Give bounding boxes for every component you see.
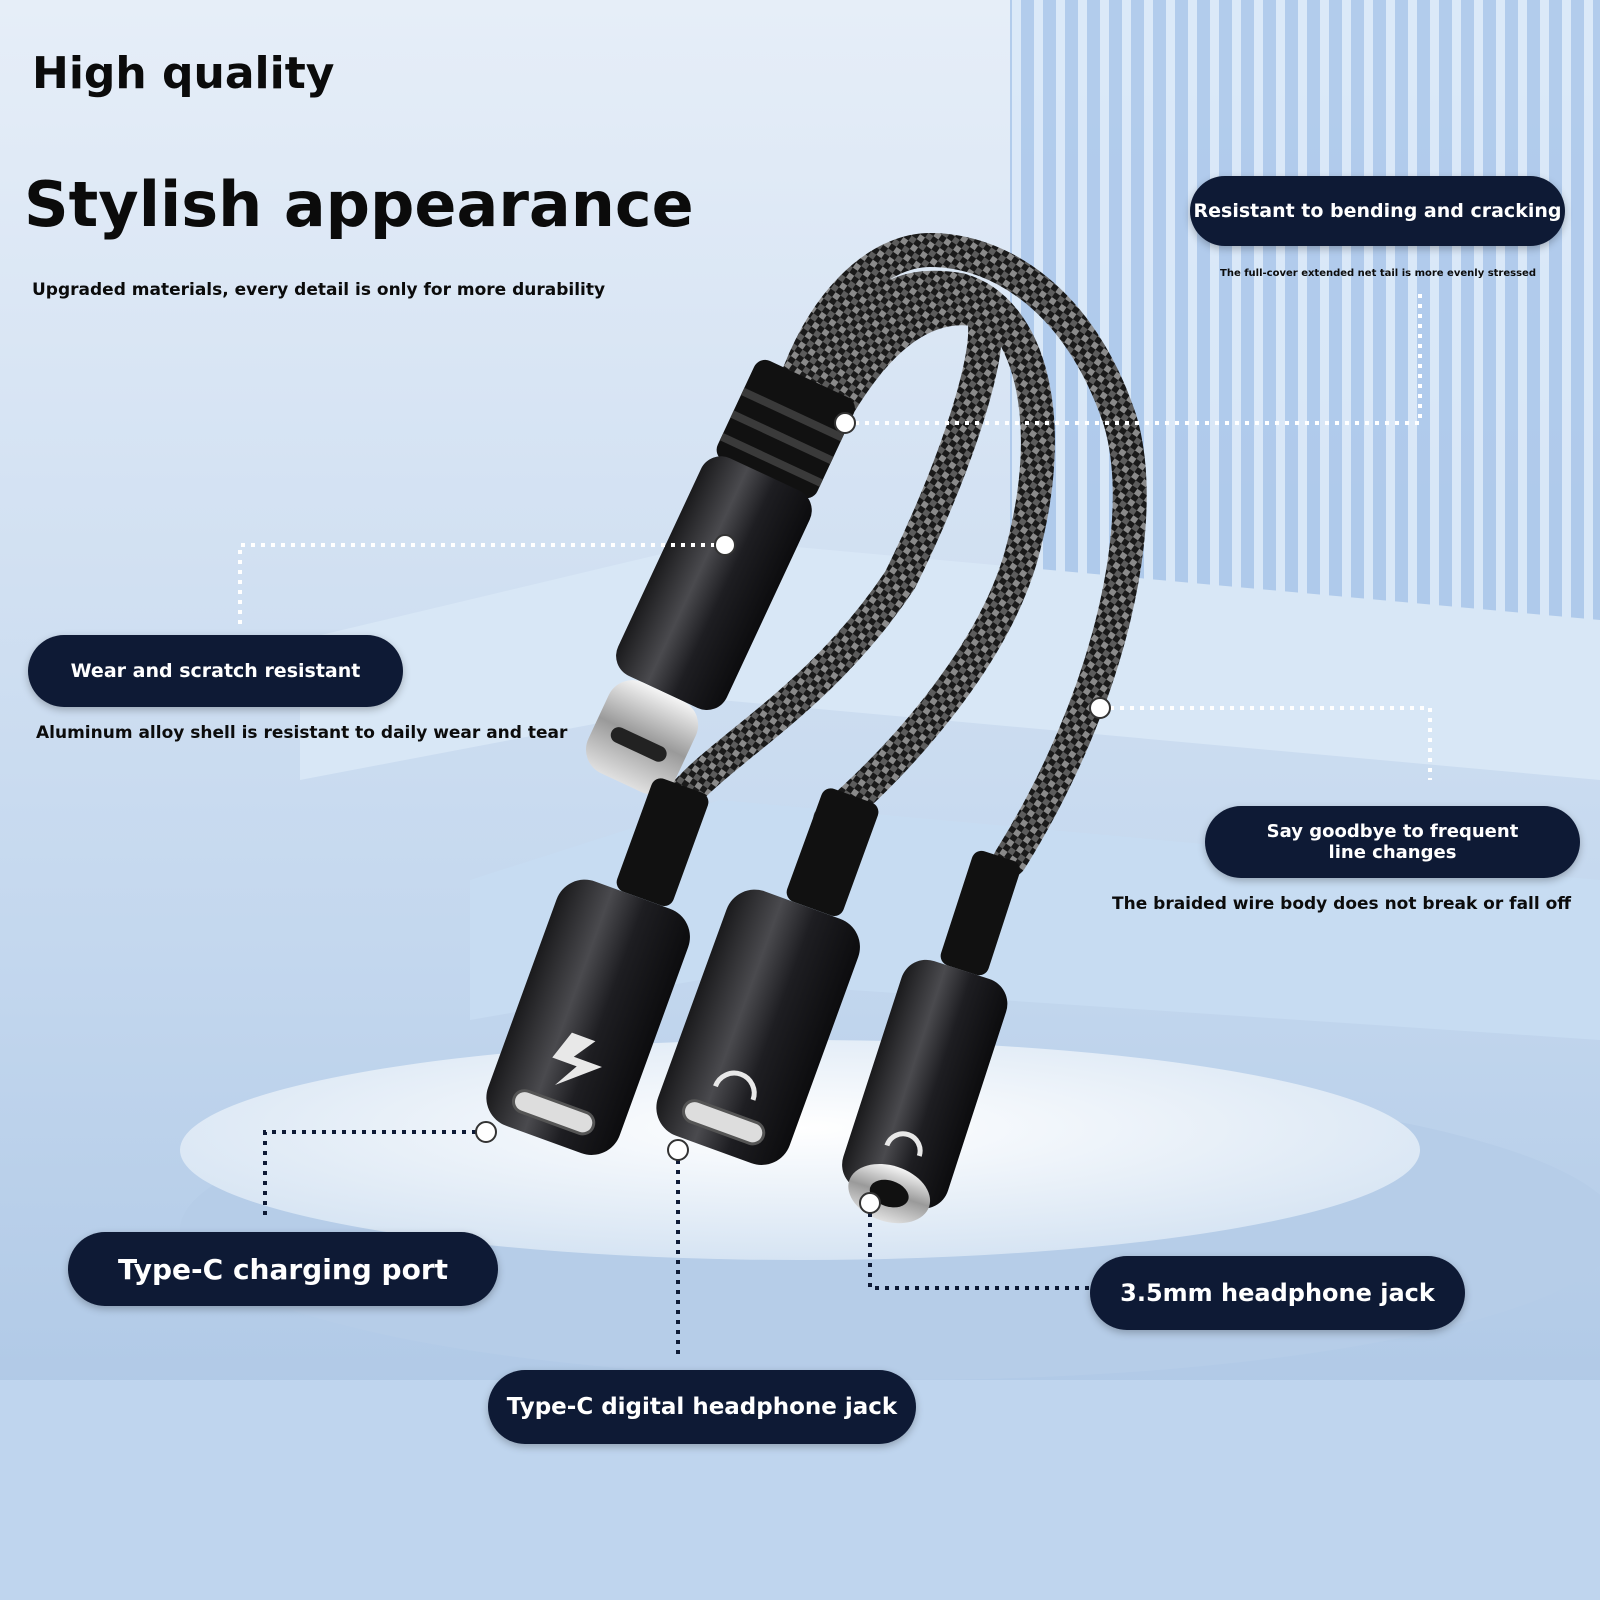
- callout-line-changes: Say goodbye to frequent line changes: [1205, 806, 1580, 878]
- callout-digital-headphone: Type-C digital headphone jack: [488, 1370, 916, 1444]
- callout-bending: Resistant to bending and cracking: [1190, 176, 1565, 246]
- marker-dots: [475, 412, 1111, 1214]
- headphone-icon: [713, 1070, 757, 1101]
- callout-bending-desc: The full-cover extended net tail is more…: [1220, 268, 1536, 279]
- braided-cables: [663, 232, 1147, 877]
- leader-lines-dark: [263, 1130, 1090, 1355]
- lightning-icon: [552, 1032, 602, 1086]
- usb-c-plug: [586, 359, 855, 795]
- headline-line1: High quality: [32, 48, 335, 99]
- callout-line-changes-label: Say goodbye to frequent line changes: [1266, 821, 1519, 863]
- callout-wear-label: Wear and scratch resistant: [70, 660, 361, 682]
- callout-headphone-jack-label: 3.5mm headphone jack: [1120, 1279, 1435, 1307]
- callout-wear: Wear and scratch resistant: [28, 635, 403, 707]
- headline-line2: Stylish appearance: [24, 168, 694, 241]
- callout-digital-headphone-label: Type-C digital headphone jack: [506, 1394, 898, 1420]
- callout-charging-port: Type-C charging port: [68, 1232, 498, 1306]
- charging-connector: [486, 778, 709, 1155]
- callout-headphone-jack: 3.5mm headphone jack: [1090, 1256, 1465, 1330]
- callout-wear-desc: Aluminum alloy shell is resistant to dai…: [36, 723, 568, 743]
- striped-wall: [1010, 0, 1600, 700]
- leader-lines: [238, 290, 1432, 780]
- callout-line-changes-desc: The braided wire body does not break or …: [1112, 894, 1572, 914]
- headphone-icon: [884, 1131, 923, 1157]
- headline-subtitle: Upgraded materials, every detail is only…: [32, 280, 606, 300]
- callout-bending-label: Resistant to bending and cracking: [1193, 200, 1562, 222]
- headphone-connector: [656, 788, 879, 1165]
- step-top: [300, 540, 1600, 780]
- callout-charging-port-label: Type-C charging port: [117, 1252, 449, 1286]
